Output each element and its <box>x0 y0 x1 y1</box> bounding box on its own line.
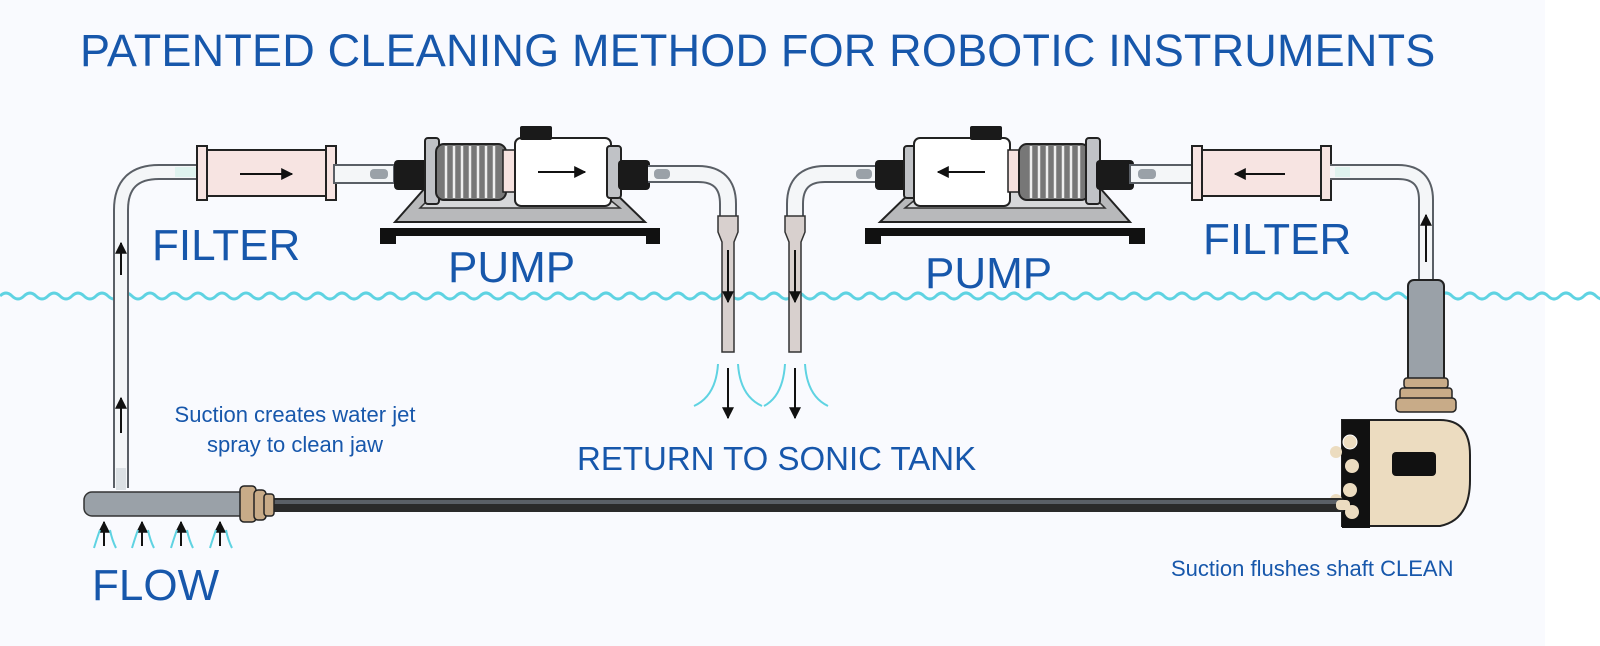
pump-left-label: PUMP <box>448 243 576 292</box>
instrument-jaw <box>83 485 275 523</box>
return-label: RETURN TO SONIC TANK <box>577 440 977 477</box>
instrument-housing <box>1330 419 1471 528</box>
right-suction-tube <box>1330 164 1457 413</box>
suction-jet-line2: spray to clean jaw <box>206 432 384 457</box>
diagram-title: PATENTED CLEANING METHOD FOR ROBOTIC INS… <box>80 25 1436 76</box>
suction-flush-label: Suction flushes shaft CLEAN <box>1171 556 1454 581</box>
left-return-tube <box>648 165 739 353</box>
left-suction-tube <box>113 164 205 490</box>
instrument-shaft <box>268 498 1350 512</box>
return-outflow <box>693 363 829 420</box>
filter-to-pump-tube-right <box>1129 164 1201 184</box>
left-filter <box>196 145 337 201</box>
pump-bellows <box>1018 143 1090 201</box>
flow-label: FLOW <box>92 561 220 610</box>
right-filter <box>1191 145 1332 201</box>
pump-bellows <box>435 143 507 201</box>
pump-right-label: PUMP <box>925 249 1053 298</box>
water-surface-wave <box>0 291 1600 301</box>
filter-left-label: FILTER <box>152 221 301 270</box>
suction-jet-line1: Suction creates water jet <box>174 402 416 427</box>
background-panel <box>0 0 1545 646</box>
filter-to-pump-tube-left <box>333 164 395 184</box>
inflow-jets <box>93 520 233 549</box>
right-return-tube <box>784 165 885 353</box>
left-pump <box>380 126 660 244</box>
right-pump <box>865 126 1145 244</box>
filter-right-label: FILTER <box>1203 215 1352 264</box>
